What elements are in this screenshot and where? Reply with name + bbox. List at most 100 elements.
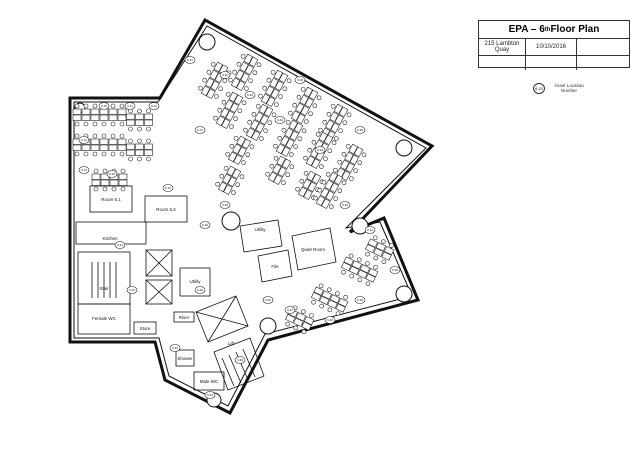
desk-cluster xyxy=(126,108,153,132)
asset-marker xyxy=(162,184,174,192)
asset-marker-label: 6.19 xyxy=(202,223,208,227)
asset-marker xyxy=(234,356,246,364)
asset-marker xyxy=(169,344,181,352)
blank-cell-c xyxy=(577,56,629,70)
asset-marker-label: 6.30 xyxy=(392,268,398,272)
desk-cluster xyxy=(258,69,292,107)
desk-cluster xyxy=(340,253,379,286)
asset-marker xyxy=(148,102,160,110)
room-label-store: Store xyxy=(140,326,151,331)
asset-marker xyxy=(274,116,286,124)
legend-label-2: Number xyxy=(560,88,577,93)
room-label-6-2: Room 6.2 xyxy=(156,207,176,212)
file-room xyxy=(257,249,293,283)
shower-room xyxy=(175,349,195,367)
desk-cluster xyxy=(333,143,367,181)
asset-marker xyxy=(262,296,274,304)
legend-text: Asset Location Number xyxy=(551,83,587,93)
asset-marker-label: 6.32 xyxy=(342,203,348,207)
asset-marker-label: 6.29 xyxy=(357,298,363,302)
desk-cluster xyxy=(288,86,322,124)
asset-marker xyxy=(204,391,216,399)
asset-marker xyxy=(126,286,138,294)
asset-marker-label: 6.37 xyxy=(187,58,193,62)
asset-marker xyxy=(294,76,306,84)
asset-marker-label: 6.15 xyxy=(109,172,115,176)
title-suffix: Floor Plan xyxy=(550,24,600,35)
column xyxy=(351,217,369,235)
lower-core xyxy=(175,295,265,391)
quiet-room xyxy=(291,227,337,271)
asset-marker-label: 6.31 xyxy=(367,228,373,232)
right-rooms xyxy=(239,219,337,283)
asset-marker xyxy=(78,136,90,144)
asset-marker xyxy=(98,102,110,110)
asset-marker xyxy=(244,91,256,99)
asset-marker-label: 6.35 xyxy=(247,93,253,97)
address-line-1: 215 Lambton xyxy=(484,41,520,47)
desk-cluster xyxy=(243,103,277,141)
room-label-kitchen: Kitchen xyxy=(102,236,118,241)
asset-marker-label: 6.26 xyxy=(265,298,271,302)
column xyxy=(259,317,277,335)
room-label-female-wc: Female WC xyxy=(92,316,117,321)
asset-marker-label: 6.17 xyxy=(197,128,203,132)
desk-cluster xyxy=(310,283,349,316)
asset-marker xyxy=(106,170,118,178)
asset-marker xyxy=(199,221,211,229)
room-label-quiet-room: Quiet Room xyxy=(301,247,325,252)
legend-label-1: Asset Location xyxy=(554,83,584,88)
room-label-male-wc: Male WC xyxy=(200,379,219,384)
asset-marker-label: 6.16 xyxy=(165,186,171,190)
utility-room xyxy=(179,267,211,297)
asset-marker-label: 6.10 xyxy=(101,104,107,108)
column xyxy=(198,33,216,51)
desk-cluster xyxy=(273,119,307,157)
desk-cluster xyxy=(72,133,127,157)
column xyxy=(221,211,241,231)
desk-cluster xyxy=(265,155,295,185)
asset-marker-label: 6.22 xyxy=(129,288,135,292)
blank-cell xyxy=(577,39,629,55)
room-label-utility: Utility xyxy=(190,279,202,284)
stair-treads-lower xyxy=(221,348,256,387)
asset-marker xyxy=(354,126,366,134)
asset-marker xyxy=(219,201,231,209)
desk-cluster xyxy=(318,103,352,141)
desk-cluster xyxy=(198,61,232,99)
info-row-blank xyxy=(479,56,629,70)
desk-cluster xyxy=(365,235,395,265)
blank-cell-b xyxy=(526,56,577,70)
asset-marker-label: 6.18 xyxy=(222,203,228,207)
asset-marker xyxy=(194,126,206,134)
asset-marker-label: 6.21 xyxy=(117,243,123,247)
room-6-2 xyxy=(144,195,188,223)
room-label-file: File xyxy=(271,264,279,269)
left-wing xyxy=(75,185,211,335)
asset-marker-label: 6.20 xyxy=(197,288,203,292)
asset-marker xyxy=(219,71,231,79)
lift-cross xyxy=(145,279,173,305)
legend-marker-icon: 6.10 xyxy=(533,83,545,94)
asset-marker-label: 6.33 xyxy=(317,148,323,152)
asset-marker-label: 6.14 xyxy=(81,168,87,172)
asset-marker-label: 6.36 xyxy=(222,73,228,77)
column xyxy=(395,285,413,303)
blank-cell-a xyxy=(479,56,526,70)
outer-wall xyxy=(68,17,435,416)
asset-marker xyxy=(364,226,376,234)
desk-cluster xyxy=(215,165,245,195)
lift-cross xyxy=(145,249,173,277)
kitchen-room xyxy=(75,221,147,245)
desk-cluster xyxy=(126,138,153,162)
asset-marker-label: 6.25 xyxy=(237,358,243,362)
asset-marker xyxy=(389,266,401,274)
riser-room xyxy=(173,311,195,323)
date-cell: 10/10/2016 xyxy=(526,39,577,55)
room-labels: Room 6.1 Room 6.2 Kitchen Utility Utilit… xyxy=(92,197,325,384)
asset-marker-label: 6.23 xyxy=(172,346,178,350)
column xyxy=(395,139,413,157)
